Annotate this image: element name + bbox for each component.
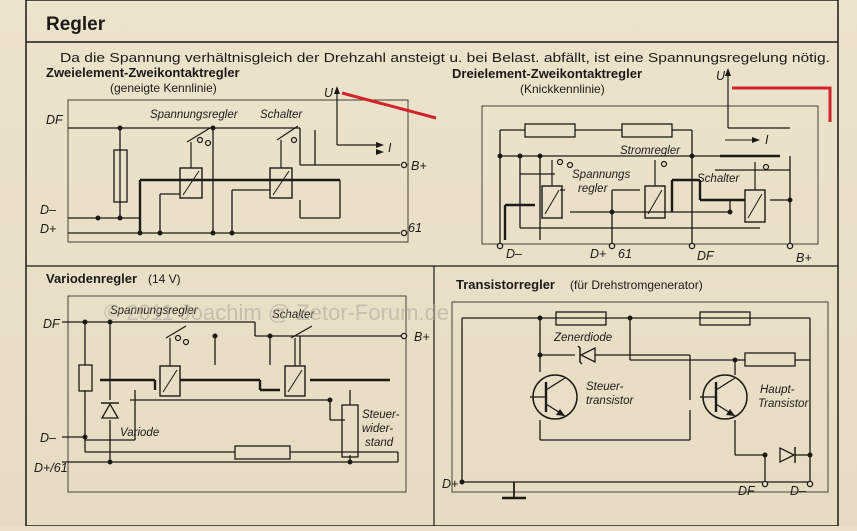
p3-contacts [165, 325, 313, 366]
p1-b-plus-terminal: B+ [411, 159, 427, 173]
p4-transistor2-label: Transistor [758, 398, 809, 410]
panel-dreielement: Dreielement-Zweikontaktregler (Knickkenn… [452, 66, 832, 265]
p3-wiring [62, 321, 404, 463]
header-title: Regler [46, 14, 106, 35]
p3-stand-label: stand [365, 437, 394, 449]
p4-title-suffix: (für Drehstromgenerator) [570, 278, 703, 292]
p2-61-terminal: 61 [618, 247, 632, 261]
p1-curve [341, 91, 437, 120]
p2-heavy-wiring [503, 154, 780, 240]
p4-steuer-label: Steuer- [586, 381, 624, 393]
p3-variode-label: Variode [120, 427, 159, 439]
p1-contacts [186, 125, 299, 168]
p2-i-label: I [765, 133, 769, 147]
p3-d-minus-terminal: D– [40, 431, 57, 445]
p3-d-plus-61-terminal: D+/61 [34, 461, 68, 475]
p2-df-terminal: DF [697, 249, 715, 263]
p2-d-plus-terminal: D+ [590, 247, 606, 261]
p4-wiring [461, 317, 811, 483]
p1-resistor [113, 149, 128, 203]
p2-housing [481, 105, 819, 245]
p1-characteristic-plot: U I [324, 86, 437, 155]
intro-text: Da die Spannung verhältnisgleich der Dre… [60, 50, 830, 65]
p3-steuerwiderstand [341, 404, 359, 458]
p2-subtitle: (Knickkennlinie) [520, 82, 605, 96]
p3-junctions [82, 319, 353, 465]
p3-df-terminal: DF [43, 317, 61, 331]
p3-housing [67, 295, 407, 493]
p3-resistor [78, 364, 93, 392]
p2-u-label: U [716, 69, 726, 83]
p3-spannungsregler-label: Spannungsregler [110, 305, 199, 317]
p1-subtitle: (geneigte Kennlinie) [110, 81, 217, 95]
p4-haupttransistor [700, 374, 748, 420]
p4-junctions [459, 315, 813, 485]
p2-contacts [551, 158, 770, 190]
panel-zweielement: Zweielement-Zweikontaktregler (geneigte … [40, 65, 437, 243]
p2-junctions [497, 153, 793, 215]
p2-resistor-2 [621, 123, 673, 138]
p4-zenerdiode-label: Zenerdiode [553, 332, 612, 344]
p3-steuer-label: Steuer- [362, 409, 400, 421]
p2-d-minus-terminal: D– [506, 247, 523, 261]
p3-bottom-resistor [234, 445, 291, 460]
p1-d-minus-terminal: D– [40, 203, 57, 217]
p3-title-suffix: (14 V) [148, 272, 181, 286]
p1-61-terminal: 61 [408, 221, 422, 235]
p2-b-plus-terminal: B+ [796, 251, 812, 265]
p1-schalter-label: Schalter [260, 109, 303, 121]
p4-haupt-label: Haupt- [760, 384, 795, 396]
p1-df-terminal: DF [46, 113, 64, 127]
p1-housing [67, 99, 409, 243]
panel-transistorregler: Transistorregler (für Drehstromgenerator… [442, 277, 829, 500]
p4-housing [451, 301, 829, 493]
p3-title: Variodenregler [46, 271, 137, 286]
p2-title: Dreielement-Zweikontaktregler [452, 66, 642, 81]
p3-b-plus-terminal: B+ [414, 330, 430, 344]
p2-resistor-1 [524, 123, 576, 138]
p2-regler-label: regler [578, 183, 609, 195]
p4-resistor-3 [744, 352, 796, 367]
p1-title: Zweielement-Zweikontaktregler [46, 65, 240, 80]
panel-variodenregler: Variodenregler (14 V) [34, 271, 430, 493]
p4-resistor-2 [699, 311, 751, 326]
p4-freewheel-diode [779, 446, 796, 464]
p2-stromregler-label: Stromregler [620, 145, 681, 157]
p3-variode [100, 402, 120, 419]
p4-d-minus-terminal: D– [790, 484, 807, 498]
p4-transistor-label: transistor [586, 395, 634, 407]
p3-heavy-wiring [100, 378, 390, 392]
p4-resistor-1 [555, 311, 607, 326]
p1-i-label: I [388, 141, 392, 155]
p4-df-terminal: DF [738, 484, 756, 498]
p2-schalter-label: Schalter [697, 173, 740, 185]
p3-schalter-label: Schalter [272, 309, 315, 321]
p1-wiring [68, 127, 400, 234]
p4-steuertransistor [530, 374, 578, 420]
p4-d-plus-terminal: D+ [442, 477, 458, 491]
watermark: © 2011 Joachim @ Zetor-Forum.de [104, 300, 449, 325]
p1-u-label: U [324, 86, 334, 100]
p1-d-plus-terminal: D+ [40, 222, 56, 236]
p4-zenerdiode [577, 345, 596, 365]
p3-wider-label: wider- [362, 423, 393, 435]
p2-curve [732, 86, 832, 122]
p1-junctions [95, 125, 235, 236]
p1-spannungsregler-label: Spannungsregler [150, 109, 239, 121]
p2-characteristic-plot: U I [716, 68, 832, 147]
p2-spannungs-label: Spannungs [572, 169, 630, 181]
p4-title: Transistorregler [456, 277, 555, 292]
